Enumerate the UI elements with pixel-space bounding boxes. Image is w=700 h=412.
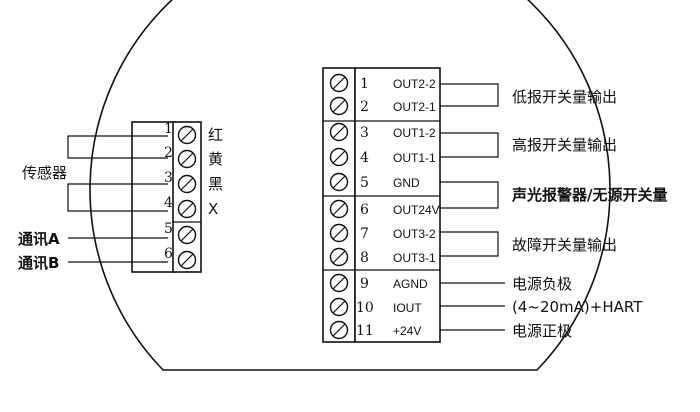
- fault-label: 故障开关量输出: [512, 236, 617, 254]
- right-screw-7[interactable]: [329, 223, 349, 243]
- left-terminal-number: 4: [164, 195, 173, 211]
- left-terminal-number: 2: [164, 145, 173, 161]
- low-alarm-label: 低报开关量输出: [512, 88, 617, 106]
- right-terminal-7: 7 OUT3-2: [329, 223, 436, 243]
- right-terminal-2: 2 OUT2-1: [329, 96, 436, 116]
- right-terminal-3: 3 OUT1-2: [329, 122, 436, 142]
- right-terminal-5: 5 GND: [329, 172, 420, 192]
- left-number-strip: [131, 121, 176, 273]
- left-screw-housing: [172, 121, 202, 273]
- signal-label: GND: [393, 176, 420, 190]
- wire-color-label: 黑: [208, 175, 223, 193]
- signal-label: OUT3-1: [393, 251, 436, 265]
- left-screw-3[interactable]: [177, 174, 197, 194]
- signal-label: OUT24V: [393, 203, 440, 217]
- high-alarm-label: 高报开关量输出: [512, 136, 617, 154]
- left-terminal-number: 1: [164, 121, 173, 137]
- right-terminal-number: 2: [360, 99, 369, 115]
- left-terminal-5: 5: [164, 221, 197, 245]
- right-terminal-number: 6: [360, 202, 369, 218]
- right-terminal-number: 1: [360, 76, 369, 92]
- signal-label: IOUT: [393, 301, 422, 315]
- power-negative-label: 电源负极: [512, 275, 572, 293]
- right-screw-11[interactable]: [329, 320, 349, 340]
- left-terminal-number: 3: [164, 170, 173, 186]
- right-terminal-number: 5: [360, 175, 369, 191]
- signal-label: OUT1-2: [393, 126, 436, 140]
- right-terminal-1: 1 OUT2-2: [329, 73, 436, 93]
- right-terminal-number: 3: [360, 125, 369, 141]
- signal-label: OUT3-2: [393, 227, 436, 241]
- signal-label: AGND: [393, 277, 428, 291]
- right-screw-9[interactable]: [329, 273, 349, 293]
- sensor-label: 传感器: [22, 164, 67, 182]
- left-screw-4[interactable]: [177, 199, 197, 219]
- right-screw-5[interactable]: [329, 172, 349, 192]
- power-positive-label: 电源正极: [512, 322, 572, 340]
- comm-b-label: 通讯B: [18, 254, 59, 272]
- wire-color-label: 红: [208, 126, 223, 144]
- signal-label: OUT2-1: [393, 100, 436, 114]
- right-terminal-11: 11 +24V: [329, 320, 421, 340]
- right-screw-4[interactable]: [329, 147, 349, 167]
- right-terminal-number: 11: [356, 323, 374, 339]
- right-terminal-block: 1 OUT2-2 2 OUT2-1 3 OUT1-2 4 OUT1-1 5 GND 6 OUT24V 7…: [322, 67, 441, 343]
- signal-label: OUT2-2: [393, 77, 436, 91]
- right-terminal-number: 8: [360, 250, 369, 266]
- signal-label: +24V: [393, 324, 421, 338]
- sensor-connection: 传感器: [22, 135, 168, 212]
- right-terminal-9: 9 AGND: [329, 273, 428, 293]
- left-terminal-6: 6: [164, 246, 197, 270]
- signal-label: OUT1-1: [393, 151, 436, 165]
- right-number-strip: [354, 67, 441, 343]
- right-terminal-number: 9: [360, 276, 369, 292]
- right-terminal-number: 4: [360, 150, 369, 166]
- left-screw-6[interactable]: [177, 250, 197, 270]
- enclosure-outline: [89, 0, 611, 371]
- right-terminal-8: 8 OUT3-1: [329, 247, 436, 267]
- right-terminal-4: 4 OUT1-1: [329, 147, 436, 167]
- wire-color-label: 黄: [208, 150, 223, 168]
- left-terminal-number: 6: [164, 246, 173, 262]
- function-annotations: 低报开关量输出 高报开关量输出 声光报警器/无源开关量 故障开关量输出 电源负极…: [440, 83, 667, 340]
- sound-light-label: 声光报警器/无源开关量: [511, 186, 667, 204]
- right-screw-2[interactable]: [329, 96, 349, 116]
- comm-a-label: 通讯A: [18, 230, 60, 248]
- right-terminal-number: 10: [356, 300, 374, 316]
- right-screw-6[interactable]: [329, 199, 349, 219]
- right-screw-10[interactable]: [329, 297, 349, 317]
- left-screw-1[interactable]: [177, 125, 197, 145]
- right-terminal-6: 6 OUT24V: [329, 199, 440, 219]
- left-screw-2[interactable]: [177, 149, 197, 169]
- right-screw-8[interactable]: [329, 247, 349, 267]
- left-terminal-number: 5: [164, 221, 173, 237]
- right-terminal-10: 10 IOUT: [329, 297, 422, 317]
- comm-connections: 通讯A 通讯B: [18, 230, 168, 272]
- left-screw-5[interactable]: [177, 225, 197, 245]
- wire-color-label: X: [208, 200, 218, 218]
- right-screw-1[interactable]: [329, 73, 349, 93]
- right-screw-3[interactable]: [329, 122, 349, 142]
- current-output-label: (4~20mA)+HART: [512, 298, 643, 316]
- right-terminal-number: 7: [360, 226, 369, 242]
